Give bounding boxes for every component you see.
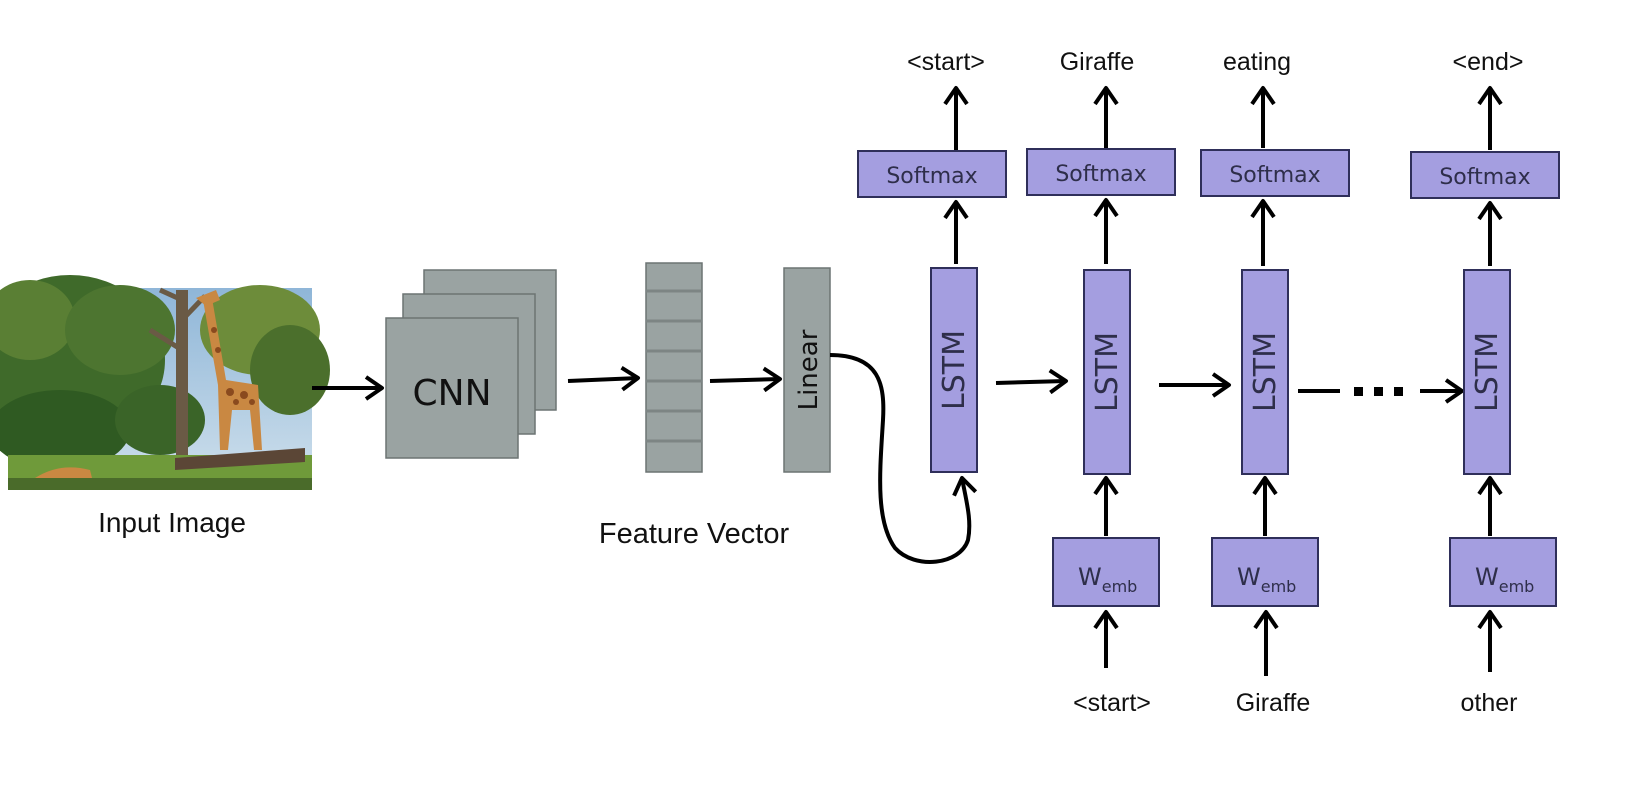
arrow-feature-to-linear bbox=[709, 366, 782, 393]
input-image-photo bbox=[0, 275, 330, 490]
output-word: Giraffe bbox=[1060, 48, 1135, 76]
feature-vector bbox=[645, 262, 703, 473]
arrow-cnn-to-feature bbox=[567, 366, 640, 392]
output-word: <start> bbox=[907, 48, 985, 76]
softmax-box bbox=[1410, 151, 1560, 199]
softmax-label: Softmax bbox=[1055, 162, 1146, 187]
timestep-4: <end> Softmax LSTM Wemb other bbox=[1410, 48, 1560, 717]
softmax-box bbox=[857, 150, 1007, 198]
lstm-box bbox=[1083, 269, 1131, 475]
embedding-main: W bbox=[1475, 563, 1499, 591]
embedding-label: Wemb bbox=[1475, 563, 1534, 596]
softmax-box bbox=[1200, 149, 1350, 197]
input-word: Giraffe bbox=[1236, 689, 1311, 717]
embedding-box bbox=[1449, 537, 1557, 607]
softmax-label: Softmax bbox=[1229, 163, 1320, 188]
cnn-block bbox=[385, 269, 557, 459]
softmax-box bbox=[1026, 148, 1176, 196]
embedding-main: W bbox=[1237, 563, 1261, 591]
output-word: <end> bbox=[1453, 48, 1524, 76]
timestep-3: eating Softmax LSTM Wemb Giraffe bbox=[1200, 48, 1350, 717]
timestep-1: <start> Softmax LSTM bbox=[857, 48, 1007, 473]
lstm-box bbox=[1463, 269, 1511, 475]
arrow-linear-to-lstm bbox=[829, 353, 978, 564]
embedding-box bbox=[1052, 537, 1160, 607]
embedding-subscript: emb bbox=[1102, 577, 1138, 596]
embedding-main: W bbox=[1078, 563, 1102, 591]
softmax-label: Softmax bbox=[886, 164, 977, 189]
lstm-label: LSTM bbox=[1090, 332, 1125, 412]
embedding-label: Wemb bbox=[1237, 563, 1296, 596]
lstm-label: LSTM bbox=[937, 330, 972, 410]
feature-vector-label: Feature Vector bbox=[599, 518, 790, 550]
input-word: <start> bbox=[1073, 689, 1151, 717]
input-image-label: Input Image bbox=[98, 507, 246, 538]
embedding-subscript: emb bbox=[1499, 577, 1535, 596]
cnn-label: CNN bbox=[413, 373, 492, 414]
lstm-label: LSTM bbox=[1470, 332, 1505, 412]
lstm-box bbox=[930, 267, 978, 473]
lstm-label: LSTM bbox=[1248, 332, 1283, 412]
arrow-lstm1-to-lstm2 bbox=[995, 368, 1068, 395]
embedding-subscript: emb bbox=[1261, 577, 1297, 596]
softmax-label: Softmax bbox=[1439, 165, 1530, 190]
embedding-box bbox=[1211, 537, 1319, 607]
lstm-box bbox=[1241, 269, 1289, 475]
linear-label: Linear bbox=[794, 329, 824, 410]
continuation-ellipsis bbox=[1298, 378, 1464, 404]
timestep-2: Giraffe Softmax LSTM Wemb <start> bbox=[1026, 48, 1176, 717]
linear-box bbox=[783, 267, 831, 473]
output-word: eating bbox=[1223, 48, 1291, 76]
embedding-label: Wemb bbox=[1078, 563, 1137, 596]
input-word: other bbox=[1461, 689, 1518, 717]
